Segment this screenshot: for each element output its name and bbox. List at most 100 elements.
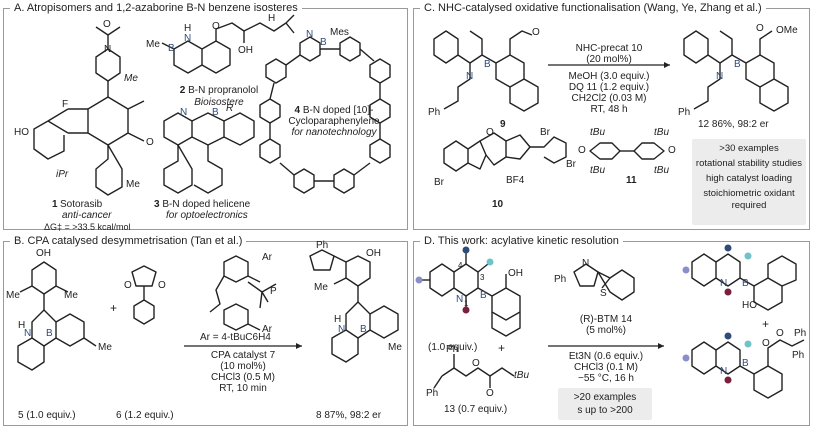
compound-8-label: 8 87%, 98:2 er xyxy=(316,410,382,421)
d-substrate-equiv: (1.0 equiv.) xyxy=(428,342,478,353)
atom-oh-prop: OH xyxy=(238,45,253,56)
oxidant-11-structure xyxy=(589,142,665,160)
panel-c: C. NHC-catalysed oxidative functionalisa… xyxy=(413,1,810,230)
cpa-ar-def: Ar = 4-tBuC6H4 xyxy=(200,332,271,343)
d13-ph2: Ph xyxy=(426,388,439,399)
panel-c-summary-box xyxy=(692,139,806,225)
c3-number: 3 xyxy=(154,199,160,210)
panel-d-summary-box xyxy=(558,388,652,420)
compound-8-structure xyxy=(309,249,399,363)
c4-name2: Cycloparaphenylene xyxy=(288,116,380,127)
d-atom-1: 1 xyxy=(464,299,469,308)
c11-o2: O xyxy=(668,145,676,156)
atom-n-prop: N xyxy=(184,33,192,44)
helicene-structure xyxy=(163,112,255,194)
b5-oh: OH xyxy=(36,248,51,259)
anhydride-13-structure xyxy=(433,354,515,389)
c12-o: O xyxy=(756,23,764,34)
c12-ome: OMe xyxy=(776,25,798,36)
plus-b: + xyxy=(110,301,118,315)
c-bullet-1: >30 examples xyxy=(719,143,779,154)
atom-ipr: iPr xyxy=(56,169,69,180)
c-bullet-2: rotational stability studies xyxy=(695,158,803,169)
c10-o: O xyxy=(486,127,494,138)
c11-tbu3: tBu xyxy=(590,165,606,176)
b8-oh: OH xyxy=(366,248,381,259)
atom-nh-prop: H xyxy=(268,13,276,24)
d-atom-b: B xyxy=(480,290,487,301)
c2-name: B-N propranolol xyxy=(188,85,259,96)
c-reagent-5: CH2Cl2 (0.03 M) xyxy=(571,93,647,104)
btm-catalyst: (R)-BTM 14 xyxy=(579,314,633,325)
c12-b: B xyxy=(734,59,741,70)
atom-n1: N xyxy=(104,44,112,55)
atom-ho: HO xyxy=(14,127,29,138)
cpa-catalyst: CPA catalyst 7 xyxy=(210,350,276,361)
atom-b-heli: B xyxy=(212,107,219,118)
c11-tbu1: tBu xyxy=(590,127,606,138)
b5-me3: Me xyxy=(98,342,112,353)
b5-me2: Me xyxy=(64,290,78,301)
propranolol-structure xyxy=(161,14,295,74)
c3-subtitle: for optoelectronics xyxy=(166,210,248,221)
atom-me1: Me xyxy=(124,73,138,84)
compound-5-label: 5 (1.0 equiv.) xyxy=(18,410,76,421)
panel-b-title-text: B. CPA catalysed desymmetrisation (Tan e… xyxy=(14,235,243,247)
c2-label: 2 B-N propranolol xyxy=(164,85,274,97)
c-reagent-1: NHC-precat 10 xyxy=(575,43,643,54)
d-reagent-2: CHCl3 (0.1 M) xyxy=(574,362,638,373)
b8-b: B xyxy=(360,324,367,335)
dp1-n: N xyxy=(720,278,728,289)
d-atom-n: N xyxy=(456,294,464,305)
dp1-ho: HO xyxy=(742,300,757,311)
c1-number: 1 xyxy=(52,199,58,210)
b8-n: N xyxy=(338,324,346,335)
atom-o-carbonyl: O xyxy=(146,137,154,148)
atom-mes-cpp: Mes xyxy=(330,27,349,38)
b6-o2: O xyxy=(158,280,166,291)
d-bullet-2: s up to >200 xyxy=(577,405,633,416)
panel-a: A. Atropisomers and 1,2-azaborine B-N be… xyxy=(3,1,408,232)
cpa-ar1: Ar xyxy=(262,252,272,263)
compound-12-structure xyxy=(683,30,789,112)
dp2-b: B xyxy=(742,358,749,369)
c10-br3: Br xyxy=(434,177,444,188)
c-reagent-2: (20 mol%) xyxy=(586,54,632,65)
oxidant-11-label: 11 xyxy=(626,175,637,186)
d13-tbu: tBu xyxy=(514,370,530,381)
cpa-conditions: RT, 10 min xyxy=(219,383,267,394)
c4-number: 4 xyxy=(294,105,301,116)
d-reagent-3: −55 °C, 16 h xyxy=(578,373,634,384)
b8-me: Me xyxy=(314,282,328,293)
b5-b: B xyxy=(46,328,53,339)
c12-n: N xyxy=(716,71,724,82)
d-atom-oh: OH xyxy=(508,268,523,279)
plus-d2: + xyxy=(762,317,770,331)
compound-9-structure xyxy=(433,30,539,112)
c10-br1: Br xyxy=(540,127,550,138)
c3-label: 3 B-N doped helicene xyxy=(154,199,250,211)
cpa-loading: (10 mol%) xyxy=(220,361,266,372)
c-reagent-3: MeOH (3.0 equiv.) xyxy=(568,71,650,82)
cpa-ar2: Ar xyxy=(262,324,272,335)
atom-n-heli: N xyxy=(180,107,188,118)
c-bullet-5: required xyxy=(731,200,767,211)
c9-o: O xyxy=(532,27,540,38)
c4-subtitle: for nanotechnology xyxy=(291,127,377,138)
catalyst-10-structure xyxy=(443,132,567,172)
c-bullet-3: high catalyst loading xyxy=(705,173,793,184)
b8-me2: Me xyxy=(388,342,402,353)
cpa-p: P xyxy=(270,286,277,297)
c-reagent-6: RT, 48 h xyxy=(590,104,628,115)
panel-c-title: C. NHC-catalysed oxidative functionalisa… xyxy=(420,1,766,15)
atom-h-nh: H xyxy=(184,23,192,34)
cpa-catalyst-structure xyxy=(184,255,302,349)
b6-o1: O xyxy=(124,280,132,291)
d-atom-3: 3 xyxy=(480,273,485,282)
b8-h: H xyxy=(334,314,342,325)
atom-b-prop: B xyxy=(168,43,175,54)
c3-name: B-N doped helicene xyxy=(162,199,251,210)
d-atom-4: 4 xyxy=(458,261,463,270)
c1-name: Sotorasib xyxy=(60,199,103,210)
panel-d-title: D. This work: acylative kinetic resoluti… xyxy=(420,234,623,248)
